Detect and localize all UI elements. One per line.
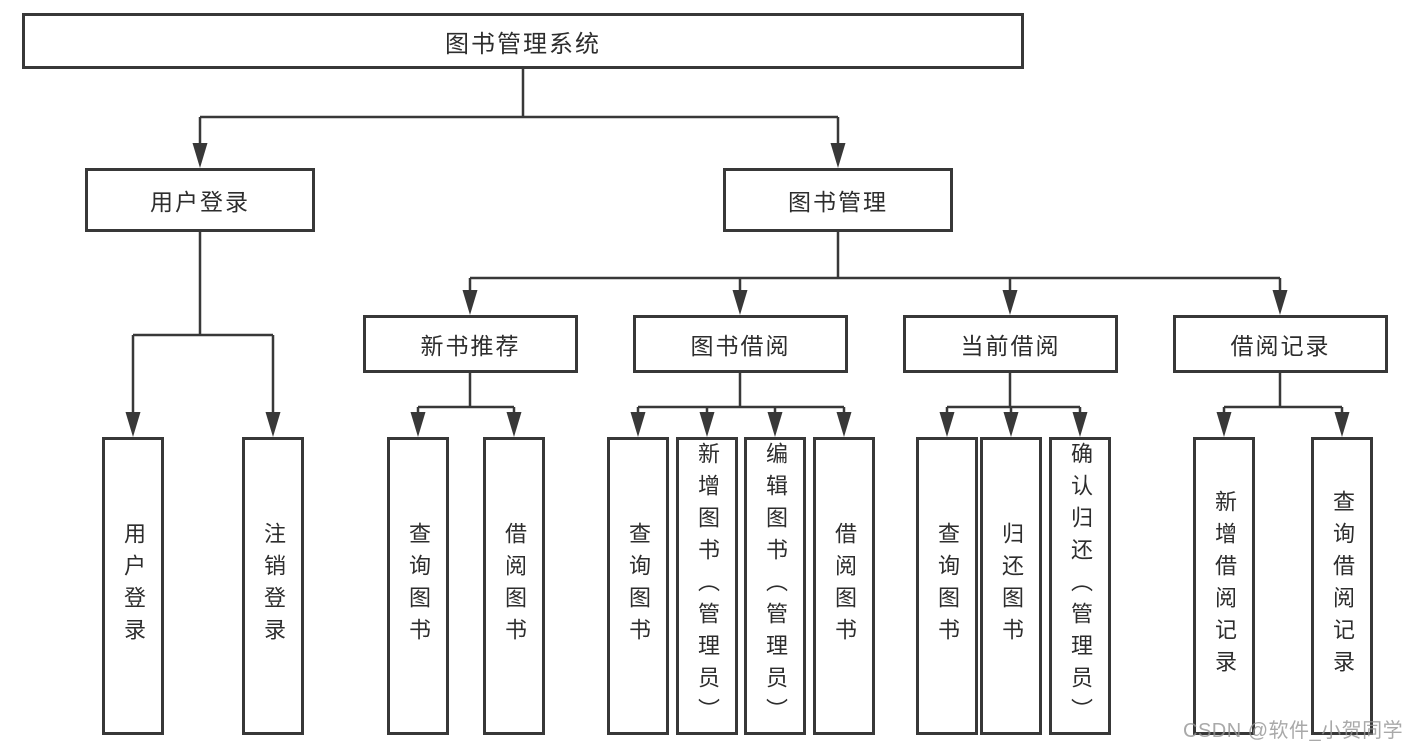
node-label: 查询借阅记录 <box>1330 490 1355 682</box>
node-label: 当前借阅 <box>960 333 1061 359</box>
node-label: 编辑图书（管理员） <box>763 442 788 730</box>
node-label: 注销登录 <box>261 522 286 650</box>
arrowhead <box>830 143 846 168</box>
arrowhead <box>836 412 852 437</box>
leaf-add-borrow-record: 新增借阅记录 <box>1193 437 1255 735</box>
node-label: 查询图书 <box>935 522 960 650</box>
arrowhead <box>1272 290 1288 315</box>
arrowhead <box>939 412 955 437</box>
arrowhead <box>125 412 141 437</box>
leaf-confirm-return-admin: 确认归还（管理员） <box>1049 437 1111 735</box>
arrowhead <box>265 412 281 437</box>
node-current-borrowing: 当前借阅 <box>903 315 1118 373</box>
node-label: 用户登录 <box>121 522 146 650</box>
node-label: 图书管理系统 <box>445 30 601 58</box>
arrowhead <box>1003 412 1019 437</box>
leaf-query-books-borrow: 查询图书 <box>607 437 669 735</box>
arrowhead <box>767 412 783 437</box>
node-label: 借阅记录 <box>1230 333 1331 359</box>
leaf-query-books-recommend: 查询图书 <box>387 437 449 735</box>
node-label: 图书管理 <box>788 189 888 215</box>
arrowhead <box>192 143 208 168</box>
leaf-return-books: 归还图书 <box>980 437 1042 735</box>
arrowhead <box>699 412 715 437</box>
arrowheads <box>125 143 1350 437</box>
arrowhead <box>1216 412 1232 437</box>
arrowhead <box>410 412 426 437</box>
node-book-borrowing: 图书借阅 <box>633 315 848 373</box>
arrowhead <box>506 412 522 437</box>
arrowhead <box>732 290 748 315</box>
node-new-book-recommendation: 新书推荐 <box>363 315 578 373</box>
node-label: 借阅图书 <box>502 522 527 650</box>
node-library-management-system: 图书管理系统 <box>22 13 1024 69</box>
node-label: 新增图书（管理员） <box>695 442 720 730</box>
arrowhead <box>1002 290 1018 315</box>
node-borrowing-records: 借阅记录 <box>1173 315 1388 373</box>
node-label: 图书借阅 <box>690 333 791 359</box>
leaf-borrow-books: 借阅图书 <box>813 437 875 735</box>
node-label: 借阅图书 <box>832 522 857 650</box>
node-book-management: 图书管理 <box>723 168 953 232</box>
watermark: CSDN @软件_小贺同学 <box>1183 720 1404 742</box>
node-label: 新增借阅记录 <box>1212 490 1237 682</box>
node-label: 查询图书 <box>406 522 431 650</box>
arrowhead <box>1072 412 1088 437</box>
leaf-logout: 注销登录 <box>242 437 304 735</box>
leaf-query-books-current: 查询图书 <box>916 437 978 735</box>
arrowhead <box>630 412 646 437</box>
arrowhead <box>1334 412 1350 437</box>
leaf-query-borrow-record: 查询借阅记录 <box>1311 437 1373 735</box>
node-label: 确认归还（管理员） <box>1068 442 1093 730</box>
leaf-borrow-books-recommend: 借阅图书 <box>483 437 545 735</box>
arrowhead <box>462 290 478 315</box>
node-label: 查询图书 <box>626 522 651 650</box>
node-label: 归还图书 <box>999 522 1024 650</box>
node-user-login: 用户登录 <box>85 168 315 232</box>
connector-path <box>131 69 1344 415</box>
leaf-edit-book-admin: 编辑图书（管理员） <box>744 437 806 735</box>
node-label: 新书推荐 <box>420 333 521 359</box>
leaf-add-book-admin: 新增图书（管理员） <box>676 437 738 735</box>
node-label: 用户登录 <box>150 189 250 215</box>
leaf-user-login: 用户登录 <box>102 437 164 735</box>
